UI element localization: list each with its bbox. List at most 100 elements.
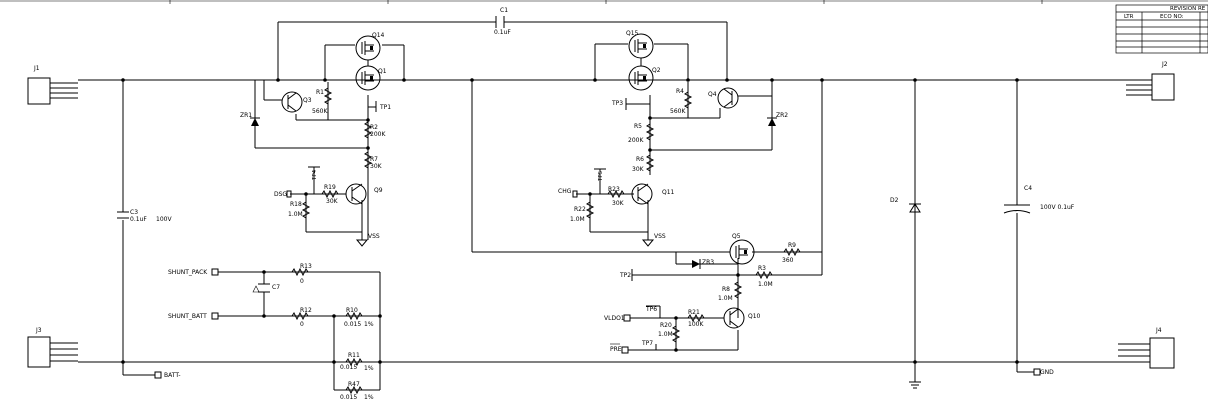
c3-rating: 100V — [156, 216, 172, 223]
resistor-r7: R7 30K — [363, 151, 383, 170]
zener-zr3: ZR3 — [692, 259, 714, 269]
revision-block: REVISION RE LTR ECO NO: — [1115, 4, 1208, 54]
chg-label: CHG — [558, 188, 572, 195]
connector-j2: J2 — [1126, 61, 1175, 101]
resistor-r10: R10 0.015 1% — [344, 307, 374, 328]
r3-value: 1.0M — [758, 281, 773, 288]
q2-label: Q2 — [652, 67, 661, 74]
tp3-label: TP3 — [611, 100, 623, 107]
mosfet-q2: Q2 — [628, 65, 661, 91]
bjt-q9: Q9 — [345, 183, 383, 205]
port-pre: PRE — [610, 343, 629, 354]
mosfet-q14: Q14 — [355, 32, 385, 61]
r9-ref: R9 — [788, 242, 796, 249]
j2-label: J2 — [1161, 61, 1168, 68]
vss-symbol-right: VSS — [641, 233, 666, 247]
gnd-label: GND — [1040, 369, 1054, 376]
testpoint-tp6: TP6 — [645, 305, 660, 313]
r12-ref: R12 — [300, 307, 312, 314]
j3-label: J3 — [35, 327, 42, 334]
r22-ref: R22 — [574, 206, 586, 213]
r1-value: 560K — [312, 108, 328, 115]
revision-col-ltr: LTR — [1124, 14, 1134, 20]
wiring — [78, 21, 1130, 391]
resistor-r47: R47 0.015 1% — [340, 381, 374, 401]
port-shunt-batt: SHUNT_BATT — [168, 312, 219, 320]
resistor-r5: R5 200K — [628, 123, 655, 144]
mosfet-q5: Q5 — [729, 233, 755, 265]
r3-ref: R3 — [758, 265, 766, 272]
tp6-label: TP6 — [645, 306, 657, 313]
r19-ref: R19 — [324, 184, 336, 191]
resistor-r23: R23 30K — [607, 186, 625, 207]
r5-value: 200K — [628, 137, 644, 144]
connector-j3: J3 — [27, 327, 78, 368]
q5-label: Q5 — [732, 233, 741, 240]
resistor-r19: R19 30K — [321, 184, 339, 205]
c1-value: 0.1uF — [494, 29, 511, 36]
tp4-label: TP4 — [312, 169, 318, 181]
testpoint-tp2: TP2 — [619, 269, 633, 281]
r4-value: 560K — [670, 108, 686, 115]
r47-ref: R47 — [348, 381, 360, 388]
r10-tol: 1% — [364, 321, 374, 328]
c7-ref: C7 — [272, 284, 280, 291]
junctions — [121, 78, 1019, 364]
port-gnd: GND — [1033, 368, 1054, 376]
tp7-label: TP7 — [641, 340, 653, 347]
vldo1-label: VLDO1 — [604, 315, 625, 322]
capacitor-c7: C7 — [252, 283, 280, 293]
testpoint-tp1: TP1 — [375, 101, 391, 112]
q3-label: Q3 — [303, 97, 312, 104]
port-vldo1: VLDO1 — [604, 314, 631, 322]
r6-value: 30K — [632, 166, 645, 173]
port-chg: CHG — [558, 188, 578, 198]
resistor-r22: R22 1.0M — [570, 201, 595, 223]
r18-value: 1.0M — [288, 211, 303, 218]
vss-left-label: VSS — [368, 233, 380, 240]
resistor-r20: R20 1.0M — [658, 322, 681, 343]
q15-label: Q15 — [626, 30, 639, 37]
r19-value: 30K — [326, 198, 339, 205]
revision-col-eco: ECO NO: — [1160, 14, 1184, 20]
r11-tol: 1% — [364, 365, 374, 372]
vss-right-label: VSS — [654, 233, 666, 240]
r13-ref: R13 — [300, 263, 312, 270]
resistor-r11: R11 0.015 1% — [340, 352, 374, 372]
q9-label: Q9 — [374, 187, 383, 194]
resistor-r18: R18 1.0M — [288, 201, 311, 219]
r10-value: 0.015 — [344, 321, 361, 328]
r47-tol: 1% — [364, 394, 374, 401]
c4-ref: C4 — [1024, 185, 1032, 192]
port-batt-minus: BATT- — [154, 371, 181, 379]
resistor-r12: R12 0 — [291, 307, 312, 328]
tp2-label: TP2 — [619, 272, 631, 279]
r23-value: 30K — [612, 200, 625, 207]
c1-ref: C1 — [500, 7, 508, 14]
mosfet-q1: Q1 — [355, 65, 387, 91]
resistor-r4: R4 560K — [670, 88, 693, 115]
pre-label: PRE — [610, 346, 622, 353]
resistor-r9: R9 360 — [782, 242, 801, 264]
r1-ref: R1 — [316, 89, 324, 96]
r47-value: 0.015 — [340, 394, 357, 401]
zr2-label: ZR2 — [776, 112, 788, 119]
r4-ref: R4 — [676, 88, 684, 95]
resistor-r2: R2 200K — [363, 121, 386, 139]
r10-ref: R10 — [346, 307, 358, 314]
r12-value: 0 — [300, 321, 304, 328]
r11-value: 0.015 — [340, 364, 357, 371]
q1-label: Q1 — [378, 68, 387, 75]
capacitor-c3: C3 0.1uF 100V — [117, 209, 172, 223]
tp1-label: TP1 — [379, 104, 391, 111]
r2-ref: R2 — [370, 124, 378, 131]
zr3-label: ZR3 — [702, 259, 714, 266]
r23-ref: R23 — [608, 186, 620, 193]
bjt-q4: Q4 — [708, 87, 739, 109]
r7-ref: R7 — [370, 156, 378, 163]
r21-value: 100K — [688, 321, 704, 328]
dsg-label: DSG — [274, 191, 287, 198]
r5-ref: R5 — [634, 123, 642, 130]
capacitor-c4: C4 100V 0.1uF — [1003, 185, 1075, 214]
